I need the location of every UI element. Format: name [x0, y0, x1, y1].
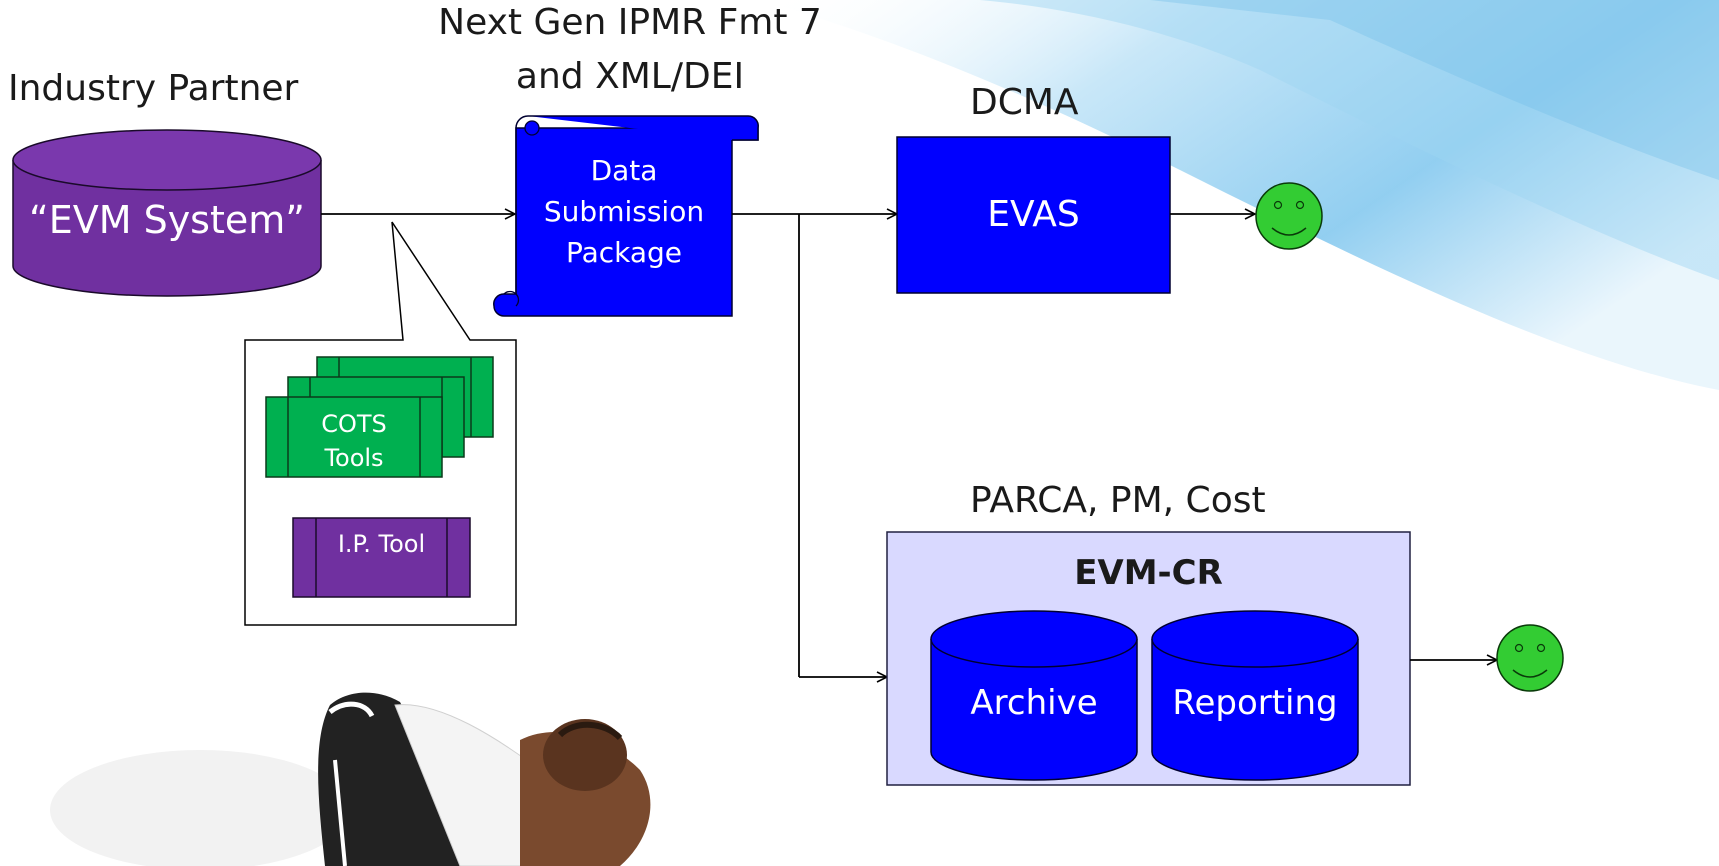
evm-system-cylinder	[12, 129, 322, 297]
package-title-line1: Next Gen IPMR Fmt 7	[438, 2, 822, 43]
reporting-cylinder	[1151, 610, 1359, 781]
evas-box	[896, 136, 1171, 294]
package-title-line2: and XML/DEI	[515, 56, 745, 97]
cots-tools-label-line1: COTS	[321, 410, 387, 438]
archive-label: Archive	[970, 683, 1098, 723]
evm-cr-title: EVM-CR	[1074, 553, 1223, 593]
background-swoosh	[760, 0, 1719, 390]
archive-cylinder	[930, 610, 1138, 781]
package-body-line2: Submission	[543, 195, 705, 228]
cots-tools-stack	[265, 356, 494, 478]
ip-tool-box	[292, 517, 471, 598]
evm-system-label: “EVM System”	[29, 198, 305, 242]
smiley-face-icon	[1255, 182, 1323, 250]
dcma-label: DCMA	[970, 82, 1079, 123]
parca-label: PARCA, PM, Cost	[970, 480, 1266, 521]
reporting-label: Reporting	[1172, 683, 1338, 723]
evas-label: EVAS	[987, 194, 1080, 235]
data-package-scroll	[493, 115, 759, 317]
package-body-line1: Data	[590, 154, 658, 187]
package-connectors	[732, 214, 897, 677]
smiley-face-icon	[1496, 624, 1564, 692]
sprinter-photo	[50, 692, 651, 866]
ip-tool-label: I.P. Tool	[337, 530, 426, 558]
package-body-line3: Package	[565, 236, 683, 269]
industry-partner-label: Industry Partner	[8, 68, 299, 109]
cots-tools-label-line2: Tools	[324, 444, 384, 472]
